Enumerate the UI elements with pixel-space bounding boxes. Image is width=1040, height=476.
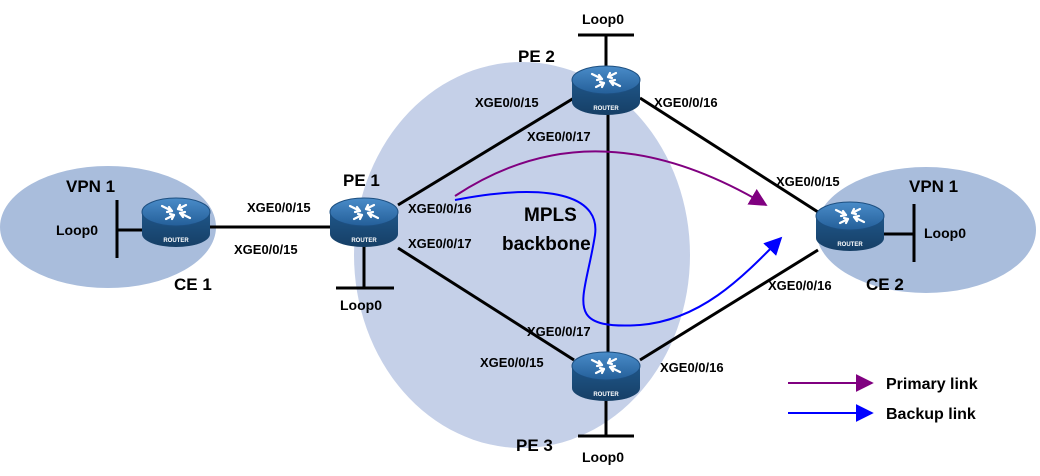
vpn-right-label: VPN 1 (909, 177, 958, 196)
link-pe1-pe2 (397, 96, 575, 207)
pe1-loop-label: Loop0 (340, 297, 382, 313)
pe3-name: PE 3 (516, 436, 553, 455)
legend-backup-label: Backup link (886, 406, 976, 423)
primary-link-path (454, 150, 768, 206)
svg-text:ROUTER: ROUTER (593, 392, 619, 398)
ce1-name: CE 1 (174, 275, 212, 294)
backbone-label: backbone (502, 234, 591, 255)
port-pe3-to-pe2: XGE0/0/17 (527, 324, 591, 339)
port-pe1-to-pe3: XGE0/0/17 (408, 236, 472, 251)
vpn-site-left (0, 166, 216, 288)
pe1-name: PE 1 (343, 171, 380, 190)
mpls-label: MPLS (524, 205, 577, 226)
port-pe3-to-pe1: XGE0/0/15 (480, 355, 544, 370)
ce2-name: CE 2 (866, 275, 904, 294)
svg-text:ROUTER: ROUTER (593, 106, 619, 112)
port-pe1-to-ce1: XGE0/0/15 (247, 200, 311, 215)
pe2-loop-label: Loop0 (582, 11, 624, 27)
port-pe2-to-pe3: XGE0/0/17 (527, 129, 591, 144)
router-pe1: ROUTER (328, 196, 400, 249)
port-ce2-to-pe2: XGE0/0/15 (776, 174, 840, 189)
svg-text:ROUTER: ROUTER (351, 238, 377, 244)
router-ce1: ROUTER (140, 196, 212, 249)
link-pe1-pe3 (397, 246, 575, 362)
pe3-loop-label: Loop0 (582, 449, 624, 465)
pe2-name: PE 2 (518, 47, 555, 66)
legend: Primary link Backup link (788, 374, 978, 423)
svg-text:ROUTER: ROUTER (163, 238, 189, 244)
vpn-left-label: VPN 1 (66, 177, 115, 196)
backup-link-path (454, 191, 783, 327)
port-ce1-to-pe1: XGE0/0/15 (234, 242, 298, 257)
vpn-site-right (816, 167, 1036, 293)
port-pe3-to-ce2: XGE0/0/16 (660, 360, 724, 375)
link-pe3-ce2 (639, 248, 819, 362)
link-pe2-ce2 (639, 96, 819, 214)
port-pe2-to-ce2: XGE0/0/16 (654, 95, 718, 110)
mpls-backbone-cloud (354, 62, 690, 448)
legend-primary-label: Primary link (886, 376, 978, 393)
port-pe1-to-pe2: XGE0/0/16 (408, 201, 472, 216)
port-ce2-to-pe3: XGE0/0/16 (768, 278, 832, 293)
port-pe2-to-pe1: XGE0/0/15 (475, 95, 539, 110)
router-pe3: ROUTER (570, 350, 642, 403)
ce2-loop-label: Loop0 (924, 225, 966, 241)
ce1-loop-label: Loop0 (56, 222, 98, 238)
router-pe2: ROUTER (570, 64, 642, 117)
svg-text:ROUTER: ROUTER (837, 242, 863, 248)
router-ce2: ROUTER (814, 200, 886, 253)
